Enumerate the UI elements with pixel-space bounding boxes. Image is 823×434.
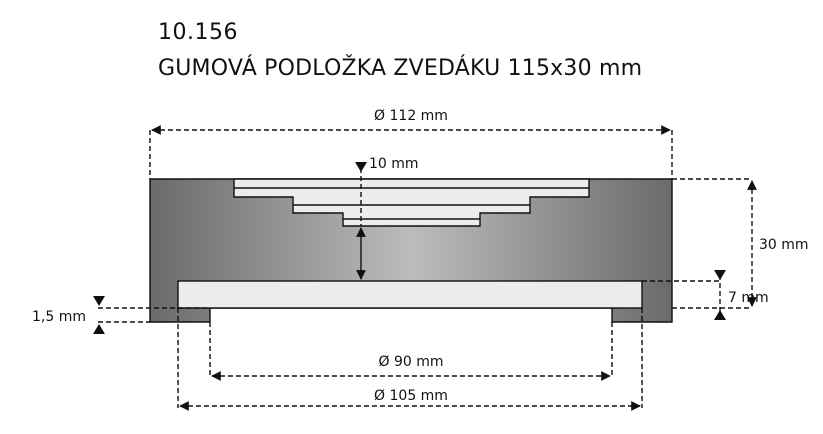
outer-diameter-label: Ø 112 mm [374,108,448,124]
top-depth-label: 10 mm [369,156,419,172]
recess-diameter-label: Ø 105 mm [374,388,448,404]
product-code: 10.156 [158,20,238,45]
height-label: 30 mm [759,237,809,253]
product-name: GUMOVÁ PODLOŽKA ZVEDÁKU 115x30 mm [158,56,643,81]
recess-step-lines [234,187,589,220]
lip-arrow-bottom [93,324,105,334]
top-depth-arrow [355,162,367,172]
lip-arrow-top [93,296,105,306]
recess-arrow-top [714,270,726,280]
inner-diameter-label: Ø 90 mm [378,354,443,370]
lip-thickness-label: 1,5 mm [32,309,86,325]
title-block: 10.156 GUMOVÁ PODLOŽKA ZVEDÁKU 115x30 mm [158,18,642,84]
bottom-recess [177,280,643,309]
top-recess [233,178,590,227]
recess-height-label: 7 mm [728,290,769,306]
recess-arrow-bottom [714,310,726,320]
